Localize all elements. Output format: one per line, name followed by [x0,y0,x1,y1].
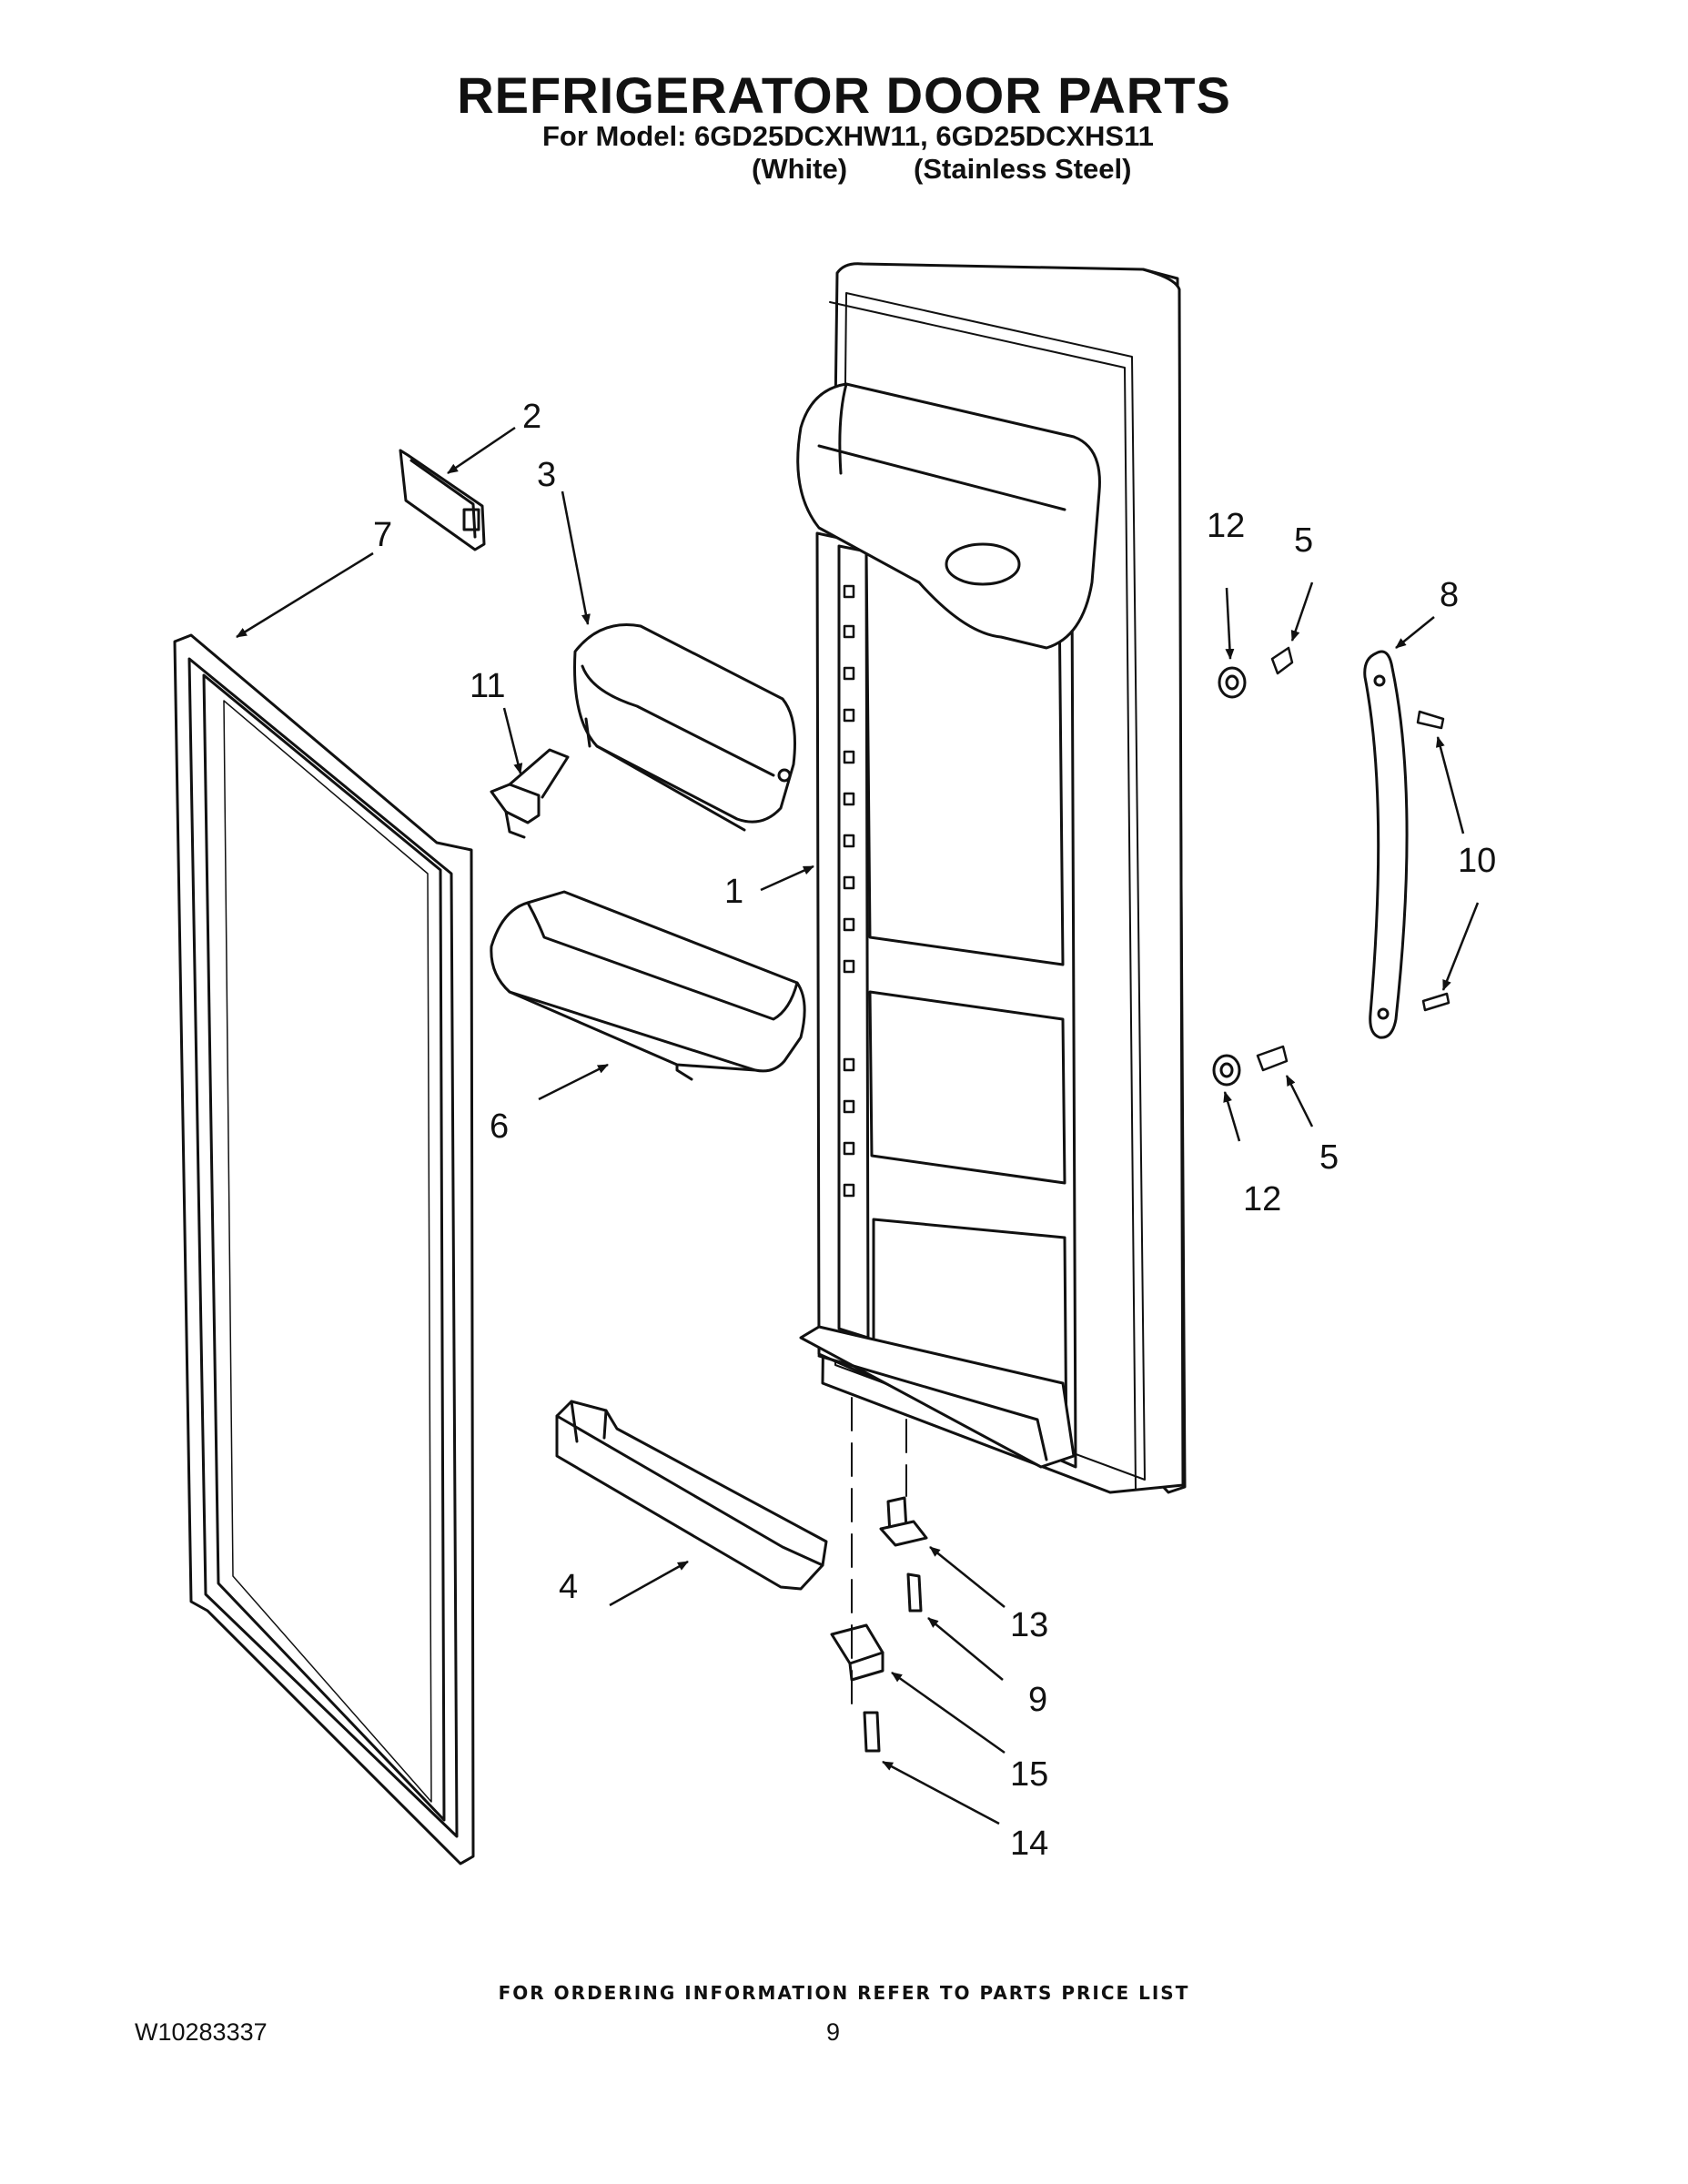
hinge-screw-part [906,1572,923,1613]
model-line: For Model: 6GD25DCXHW11, 6GD25DCXHS11 [542,120,1154,152]
callout-5-bottom: 5 [1319,1138,1339,1177]
callout-2: 2 [522,398,541,436]
callout-12-bottom: 12 [1243,1180,1281,1218]
callout-labels: 2 3 7 11 1 6 4 12 5 8 10 5 12 13 9 15 14 [373,398,1496,1863]
page-title: REFRIGERATOR DOOR PARTS [457,66,1231,124]
spacer-parts [1212,666,1247,1087]
dairy-compartment-cover-part [573,623,796,832]
bracket-part [399,449,486,551]
inner-door-liner-part [796,382,1101,1469]
callout-11: 11 [470,667,505,705]
callout-7: 7 [373,516,392,554]
clip-part [490,748,570,839]
assembly-lines [851,1397,907,1712]
callout-13: 13 [1010,1606,1048,1644]
callout-12-top: 12 [1207,507,1245,545]
hinge-pin-part [879,1496,928,1547]
callout-5-top: 5 [1294,521,1313,560]
callout-3: 3 [537,456,556,494]
door-bin-part [490,890,806,1081]
door-gasket-part [173,633,475,1866]
callout-15: 15 [1010,1755,1048,1794]
callout-8: 8 [1440,576,1459,614]
ordering-info: FOR ORDERING INFORMATION REFER TO PARTS … [498,1982,1190,2004]
page-number: 9 [826,2018,841,2046]
callout-1: 1 [724,873,743,911]
callout-4: 4 [559,1568,578,1606]
handle-screw-parts [1416,710,1450,1012]
spacer-screw-parts [1256,646,1294,1072]
door-handle-part [1363,650,1409,1039]
callout-9: 9 [1028,1681,1047,1719]
hinge-block-screw-part [863,1711,881,1753]
variant-stainless: (Stainless Steel) [914,153,1132,185]
bottom-bin-part [555,1400,828,1591]
callout-10: 10 [1458,842,1496,880]
callout-6: 6 [490,1107,509,1146]
callout-14: 14 [1010,1825,1048,1863]
leader-lines [236,426,1480,1825]
hinge-block-part [830,1623,884,1682]
document-number: W10283337 [135,2018,268,2046]
liner-shelf-pegs [843,584,855,1198]
variant-white: (White) [752,153,848,185]
